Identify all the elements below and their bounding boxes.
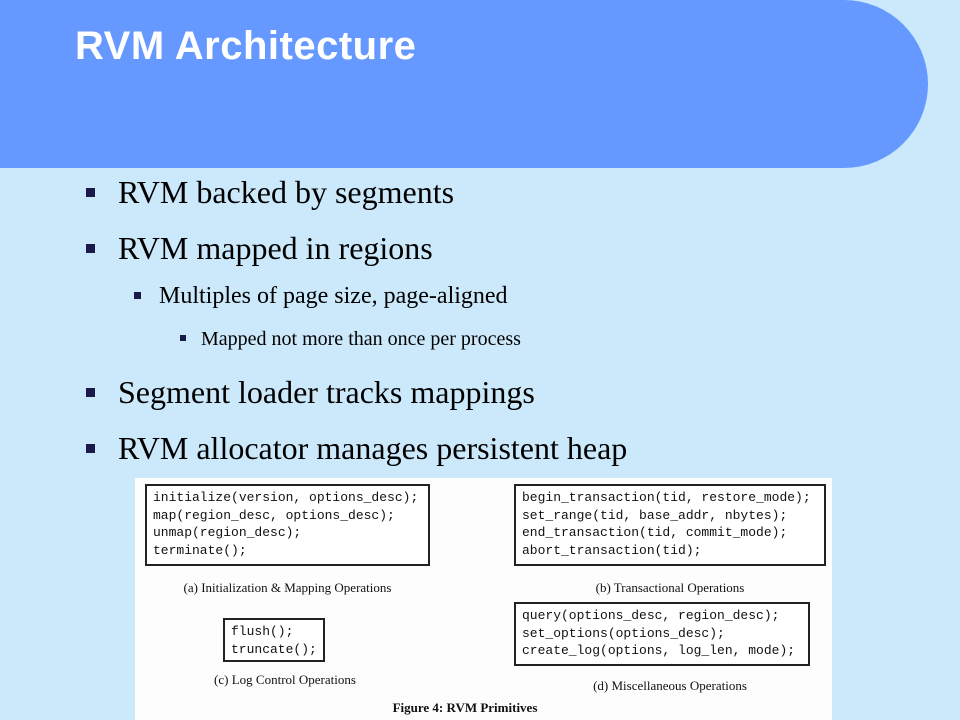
bullet-item: RVM allocator manages persistent heap: [86, 430, 627, 467]
code-line: begin_transaction(tid, restore_mode);: [522, 490, 811, 505]
square-bullet-icon: [86, 188, 95, 197]
code-line: create_log(options, log_len, mode);: [522, 643, 796, 658]
code-line: flush();: [231, 624, 294, 639]
square-bullet-icon: [86, 388, 95, 397]
square-bullet-icon: [86, 244, 95, 253]
code-line: set_options(options_desc);: [522, 625, 725, 641]
rvm-primitives-figure: initialize(version, options_desc); map(re…: [135, 478, 832, 720]
code-line: truncate();: [231, 641, 317, 657]
code-line: abort_transaction(tid);: [522, 542, 702, 558]
caption-d: (d) Miscellaneous Operations: [593, 678, 747, 693]
code-line: end_transaction(tid, commit_mode);: [522, 525, 788, 540]
code-box-initialization: initialize(version, options_desc); map(re…: [145, 484, 430, 566]
bullet-text: Mapped not more than once per process: [201, 328, 521, 350]
caption-a: (a) Initialization & Mapping Operations: [183, 580, 392, 595]
code-line: map(region_desc, options_desc);: [153, 507, 395, 523]
bullet-item: Segment loader tracks mappings: [86, 374, 535, 411]
square-bullet-icon: [134, 292, 141, 299]
sub-bullet-item: Multiples of page size, page-aligned: [134, 283, 508, 310]
code-box-log-control: flush(); truncate();: [223, 618, 325, 662]
bullet-item: RVM backed by segments: [86, 174, 454, 211]
title-banner: [0, 0, 928, 168]
slide-title: RVM Architecture: [75, 24, 417, 68]
code-line: initialize(version, options_desc);: [153, 490, 419, 505]
code-box-transactional: begin_transaction(tid, restore_mode);set…: [514, 484, 826, 566]
sub-sub-bullet-item: Mapped not more than once per process: [180, 328, 521, 351]
caption-c: (c) Log Control Operations: [214, 672, 356, 687]
bullet-text: RVM backed by segments: [118, 174, 455, 210]
bullet-text: RVM mapped in regions: [118, 230, 433, 266]
bullet-item: RVM mapped in regions: [86, 230, 433, 267]
bullet-text: Segment loader tracks mappings: [118, 374, 535, 410]
code-line: unmap(region_desc);: [153, 525, 302, 540]
bullet-text: Multiples of page size, page-aligned: [159, 283, 508, 309]
code-line: query(options_desc, region_desc);: [522, 608, 780, 623]
figure-caption: Figure 4: RVM Primitives: [392, 700, 538, 715]
code-box-miscellaneous: query(options_desc, region_desc); set_opt…: [514, 602, 810, 666]
code-line: set_range(tid, base_addr, nbytes);: [522, 507, 788, 523]
code-line: terminate();: [153, 542, 247, 558]
square-bullet-icon: [86, 444, 95, 453]
square-bullet-icon: [180, 335, 186, 341]
bullet-text: RVM allocator manages persistent heap: [118, 430, 628, 466]
caption-b: (b) Transactional Operations: [595, 580, 745, 595]
